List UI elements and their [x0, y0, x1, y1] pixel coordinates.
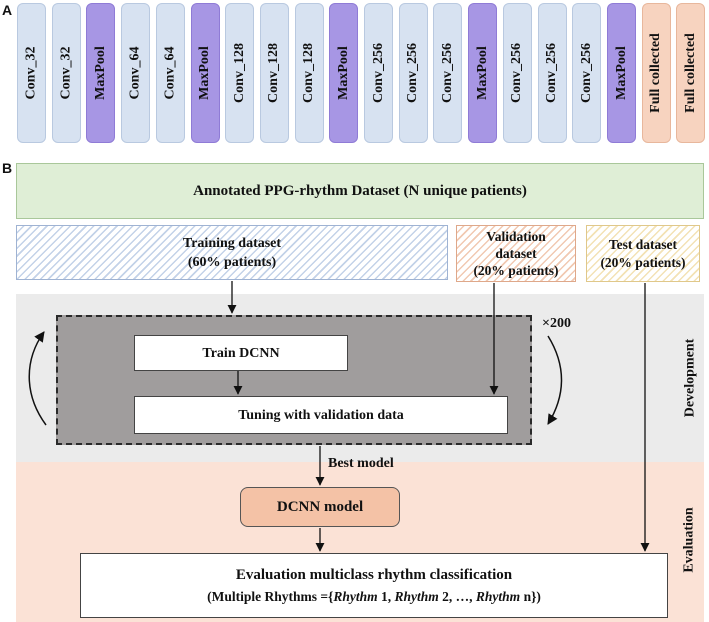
layer-conv-15: Conv_256 [502, 3, 532, 143]
layer-conv-4: Conv_64 [121, 3, 151, 143]
layer-conv-17: Conv_256 [572, 3, 602, 143]
layer-conv-9: Conv_128 [294, 3, 324, 143]
layer-pool-18: MaxPool [606, 3, 636, 143]
layer-pool-14: MaxPool [468, 3, 498, 143]
annotated-dataset-box: Annotated PPG-rhythm Dataset (N unique p… [16, 163, 704, 219]
dcnn-model-label: DCNN model [276, 498, 364, 515]
evaluation-box: Evaluation multiclass rhythm classificat… [80, 553, 668, 618]
validation-dataset-share: (20% patients) [473, 263, 559, 278]
dcnn-model-box: DCNN model [240, 487, 400, 527]
layer-pool-3: MaxPool [86, 3, 116, 143]
layer-pool-10: MaxPool [329, 3, 359, 143]
layer-fc-19: Full collected [641, 3, 671, 143]
layer-conv-1: Conv_32 [17, 3, 46, 143]
panel-b-letter: B [2, 160, 13, 176]
tuning-box: Tuning with validation data [134, 396, 508, 434]
layer-conv-8: Conv_128 [259, 3, 289, 143]
evaluation-title: Evaluation multiclass rhythm classificat… [235, 566, 513, 583]
tuning-label: Tuning with validation data [238, 407, 404, 423]
training-dataset-title: Training dataset [182, 236, 282, 251]
layer-conv-5: Conv_64 [155, 3, 185, 143]
train-dcnn-label: Train DCNN [202, 345, 280, 361]
validation-dataset-title-2: dataset [495, 246, 537, 261]
panel-a-letter: A [2, 2, 13, 18]
test-dataset-box: Test dataset (20% patients) [586, 225, 700, 282]
train-dcnn-box: Train DCNN [134, 335, 348, 371]
layer-conv-7: Conv_128 [225, 3, 255, 143]
repeat-count: ×200 [542, 316, 571, 331]
annotated-dataset-label: Annotated PPG-rhythm Dataset (N unique p… [193, 182, 527, 199]
layer-conv-11: Conv_256 [364, 3, 393, 143]
layer-pool-6: MaxPool [190, 3, 220, 143]
test-dataset-share: (20% patients) [600, 254, 686, 270]
layer-conv-12: Conv_256 [398, 3, 428, 143]
best-model-label: Best model [328, 456, 394, 471]
layer-fc-20: Full collected [676, 3, 706, 143]
left-loop-arrow [28, 331, 47, 426]
validation-dataset-box: Validation dataset (20% patients) [456, 225, 576, 282]
evaluation-subtitle: (Multiple Rhythms ={Rhythm 1, Rhythm 2, … [207, 588, 541, 604]
layer-conv-2: Conv_32 [51, 3, 81, 143]
layer-conv-13: Conv_256 [433, 3, 463, 143]
training-dataset-box: Training dataset (60% patients) [16, 225, 448, 280]
layer-conv-16: Conv_256 [537, 3, 567, 143]
training-dataset-share: (60% patients) [187, 255, 277, 270]
validation-dataset-title: Validation [486, 229, 546, 244]
test-dataset-title: Test dataset [608, 236, 678, 252]
right-loop-arrow [547, 335, 563, 425]
